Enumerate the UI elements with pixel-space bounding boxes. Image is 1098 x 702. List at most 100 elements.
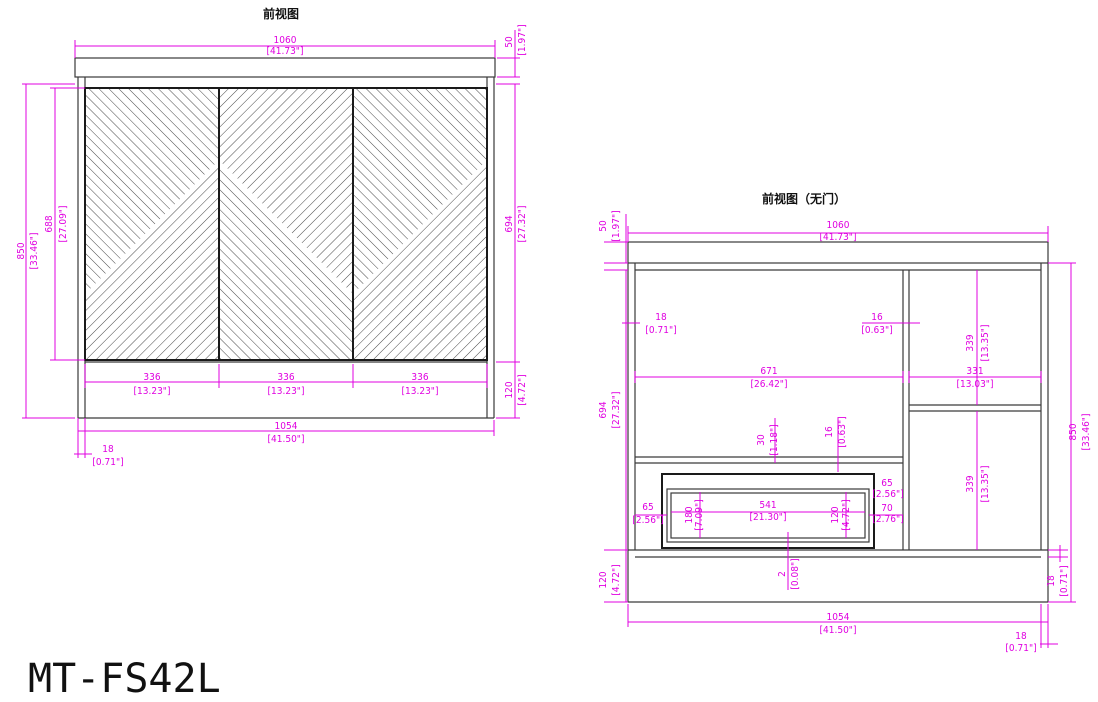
door-left <box>85 88 219 360</box>
svg-text:[13.35"]: [13.35"] <box>980 466 991 503</box>
svg-text:[33.46"]: [33.46"] <box>1081 414 1092 451</box>
svg-text:[41.73"]: [41.73"] <box>267 46 304 57</box>
svg-text:[4.72"]: [4.72"] <box>611 564 622 595</box>
svg-text:[1.97"]: [1.97"] <box>611 210 622 241</box>
dim-drawer-gap-right: 70 [2.76"] <box>869 503 904 525</box>
svg-text:339: 339 <box>965 475 976 492</box>
svg-text:[27.32"]: [27.32"] <box>517 206 528 243</box>
svg-text:[0.71"]: [0.71"] <box>1059 565 1070 596</box>
svg-text:1060: 1060 <box>274 35 297 46</box>
svg-text:18: 18 <box>1046 575 1057 587</box>
svg-text:[41.73"]: [41.73"] <box>820 232 857 243</box>
svg-text:[7.09"]: [7.09"] <box>694 499 705 530</box>
svg-text:[27.09"]: [27.09"] <box>58 206 69 243</box>
svg-text:[0.63"]: [0.63"] <box>861 325 892 336</box>
svg-text:65: 65 <box>881 478 892 489</box>
dim-plinth-2: 120 [4.72"] <box>598 550 628 603</box>
dim-bottom-panel: 18 [0.71"] <box>1046 545 1070 597</box>
dim-frame-30: 30 [1.18"] <box>756 418 780 463</box>
svg-text:[26.42"]: [26.42"] <box>751 379 788 390</box>
svg-text:70: 70 <box>881 503 893 514</box>
svg-text:180: 180 <box>684 506 695 523</box>
svg-text:[13.03"]: [13.03"] <box>957 379 994 390</box>
svg-text:[2.76"]: [2.76"] <box>872 514 903 525</box>
door-middle <box>219 88 353 360</box>
svg-text:[0.71"]: [0.71"] <box>645 325 676 336</box>
front-view-no-door: 前视图（无门） 1060 [41.73"] <box>598 191 1092 654</box>
svg-text:688: 688 <box>44 215 55 232</box>
svg-text:18: 18 <box>102 444 114 455</box>
svg-text:[13.23"]: [13.23"] <box>134 386 171 397</box>
svg-text:[41.50"]: [41.50"] <box>268 434 305 445</box>
front-view: 前视图 1060 [41.73"] <box>16 6 528 468</box>
dim-top-thickness-2: 50 [1.97"] <box>598 210 628 264</box>
svg-text:2: 2 <box>777 571 788 577</box>
svg-text:[0.71"]: [0.71"] <box>92 457 123 468</box>
svg-text:[13.23"]: [13.23"] <box>402 386 439 397</box>
svg-text:[0.63"]: [0.63"] <box>837 416 848 447</box>
svg-text:[4.72"]: [4.72"] <box>841 499 852 530</box>
svg-text:[0.71"]: [0.71"] <box>1005 643 1036 654</box>
dim-body-width-2: 1054 [41.50"] <box>627 604 1049 636</box>
dim-side-panel: 18 [0.71"] <box>74 418 124 468</box>
dim-lower-shelf: 339 [13.35"] <box>965 411 991 550</box>
dim-drawer-height: 180 [7.09"] <box>684 492 705 538</box>
svg-text:120: 120 <box>830 506 841 523</box>
countertop <box>74 57 496 78</box>
svg-text:30: 30 <box>756 434 767 446</box>
svg-text:[21.30"]: [21.30"] <box>750 512 787 523</box>
door-right <box>353 88 487 360</box>
svg-text:65: 65 <box>642 502 653 513</box>
svg-text:16: 16 <box>824 426 835 438</box>
svg-text:[1.18"]: [1.18"] <box>769 424 780 455</box>
svg-text:694: 694 <box>504 215 515 232</box>
dim-body-width: 1054 [41.50"] <box>77 420 495 445</box>
svg-text:18: 18 <box>1015 631 1027 642</box>
svg-text:331: 331 <box>966 366 983 377</box>
dim-body-height: 694 [27.32"] <box>496 83 528 363</box>
svg-text:1054: 1054 <box>275 421 298 432</box>
dim-overall-height-2: 850 [33.46"] <box>1048 262 1092 603</box>
dim-gap-2: 2 [0.08"] <box>777 532 801 590</box>
dim-top-width-2: 1060 [41.73"] <box>627 220 1049 243</box>
svg-text:[13.35"]: [13.35"] <box>980 325 991 362</box>
svg-text:336: 336 <box>143 372 160 383</box>
dim-right-bay: 331 [13.03"] <box>908 366 1042 390</box>
svg-text:336: 336 <box>411 372 428 383</box>
dim-door-widths: 336 [13.23"] 336 [13.23"] 336 [13.23"] <box>84 364 488 397</box>
svg-text:1060: 1060 <box>827 220 850 231</box>
svg-text:1054: 1054 <box>827 612 850 623</box>
svg-text:[0.08"]: [0.08"] <box>790 558 801 589</box>
model-label: MT-FS42L <box>28 656 221 702</box>
svg-text:[13.23"]: [13.23"] <box>268 386 305 397</box>
svg-text:850: 850 <box>16 242 27 259</box>
svg-text:[33.46"]: [33.46"] <box>29 233 40 270</box>
dim-top-thickness: 50 [1.97"] <box>497 24 528 78</box>
svg-text:50: 50 <box>504 36 515 48</box>
countertop-2 <box>627 241 1049 264</box>
dim-drawer-gap-left: 65 [2.56"] <box>632 502 667 526</box>
svg-text:50: 50 <box>598 220 609 232</box>
svg-text:18: 18 <box>655 312 667 323</box>
svg-text:[41.50"]: [41.50"] <box>820 625 857 636</box>
dim-drawer-width: 541 [21.30"] <box>671 500 865 523</box>
svg-text:[27.32"]: [27.32"] <box>611 392 622 429</box>
dim-top-width: 1060 [41.73"] <box>74 35 496 58</box>
svg-text:541: 541 <box>759 500 776 511</box>
svg-text:[2.56"]: [2.56"] <box>632 515 663 526</box>
svg-text:694: 694 <box>598 401 609 418</box>
dim-drawer-gap-top: 65 [2.56"] <box>872 478 903 500</box>
svg-text:336: 336 <box>277 372 294 383</box>
svg-text:120: 120 <box>598 571 609 588</box>
front-view-no-door-title: 前视图（无门） <box>762 191 846 206</box>
dim-left-side-panel: 18 [0.71"] <box>622 312 677 336</box>
svg-text:[1.97"]: [1.97"] <box>517 24 528 55</box>
dim-door-height: 688 [27.09"] <box>44 87 85 361</box>
dim-drawer-inner: 120 [4.72"] <box>830 492 852 538</box>
dim-overall-height: 850 [33.46"] <box>16 83 75 419</box>
drawer <box>661 473 875 549</box>
svg-text:339: 339 <box>965 334 976 351</box>
dim-body-height-2: 694 [27.32"] <box>598 269 628 551</box>
dim-plinth: 120 [4.72"] <box>496 362 528 419</box>
svg-text:671: 671 <box>760 366 777 377</box>
